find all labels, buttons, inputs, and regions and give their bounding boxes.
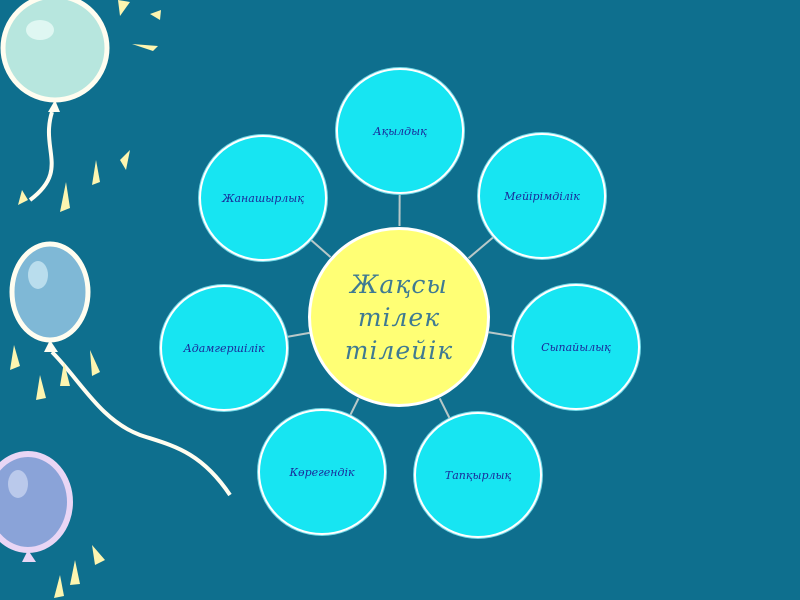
balloon-icon [9, 241, 232, 497]
connector-line [488, 331, 514, 338]
node-akyldyk: Ақылдық [336, 68, 464, 194]
node-adamgershilik: Адамгершілік [160, 285, 288, 411]
balloon-icon [0, 451, 105, 598]
node-tapkyrlyk: Тапқырлық [414, 412, 542, 538]
center-line-2: тілек [357, 302, 441, 332]
connector-line [349, 398, 360, 416]
center-node: Жақсы тілек тілейік [308, 227, 490, 407]
balloon-icon [0, 0, 161, 212]
node-label: Көрегендік [289, 465, 355, 479]
center-line-1: Жақсы [350, 269, 448, 299]
node-label: Жанашырлық [222, 191, 304, 205]
node-label: Мейірімділік [504, 189, 580, 203]
center-label: Жақсы тілек тілейік [345, 268, 453, 367]
connector-line [286, 331, 310, 338]
node-zhanashyrlyk: Жанашырлық [199, 135, 327, 261]
connector-line [467, 236, 494, 259]
node-label: Адамгершілік [183, 341, 265, 355]
node-label: Ақылдық [373, 124, 427, 138]
center-line-3: тілейік [344, 335, 454, 365]
node-koregendik: Көрегендік [258, 409, 386, 535]
node-label: Тапқырлық [444, 468, 512, 482]
node-sypaiylyk: Сыпайылық [512, 284, 640, 410]
connector-line [310, 239, 332, 258]
node-label: Сыпайылық [541, 340, 611, 354]
node-meyirimdilik: Мейірімділік [478, 133, 606, 259]
connector-line [438, 397, 451, 419]
